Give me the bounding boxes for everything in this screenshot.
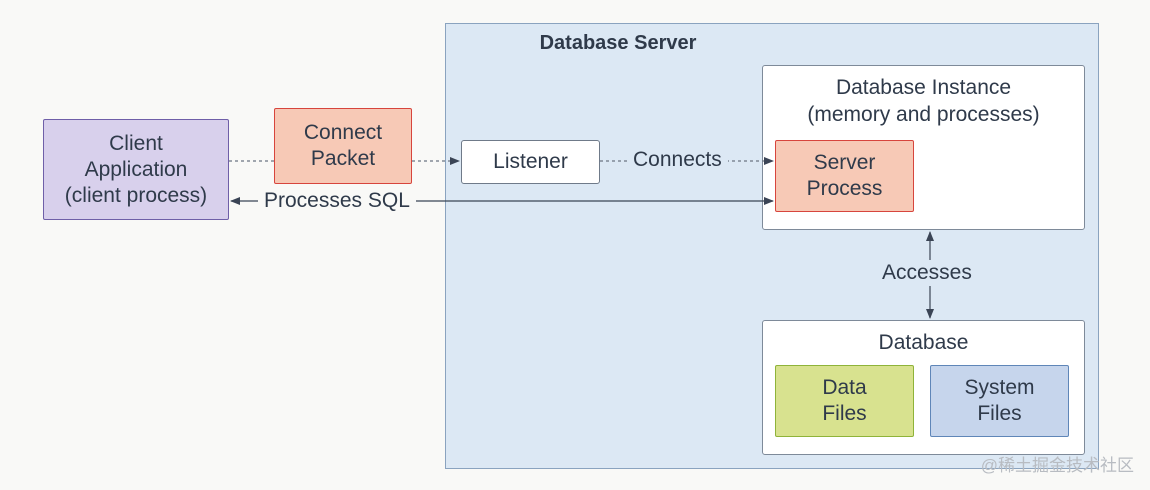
- server-process-line-2: Process: [806, 177, 883, 200]
- server-process-box: Server Process: [775, 140, 914, 212]
- system-files-box: System Files: [930, 365, 1069, 437]
- database-server-title: Database Server: [539, 32, 697, 54]
- system-files-line-1: System: [964, 376, 1035, 399]
- packet-line-1: Connect: [303, 121, 383, 144]
- watermark-text: @稀土掘金技术社区: [980, 456, 1134, 475]
- packet-line-2: Packet: [310, 147, 376, 170]
- connect-packet-box: Connect Packet: [274, 108, 412, 184]
- server-process-line-1: Server: [813, 151, 876, 174]
- client-application-box: Client Application (client process): [43, 119, 229, 220]
- listener-label: Listener: [493, 150, 568, 173]
- accesses-label: Accesses: [876, 260, 978, 286]
- data-files-box: Data Files: [775, 365, 914, 437]
- client-line-3: (client process): [64, 183, 208, 207]
- client-line-1: Client: [109, 131, 163, 155]
- data-files-line-2: Files: [822, 402, 867, 425]
- instance-title-line-1: Database Instance: [835, 76, 1012, 99]
- database-instance-title: Database Instance (memory and processes): [763, 74, 1084, 128]
- listener-box: Listener: [461, 140, 600, 184]
- data-files-line-1: Data: [822, 376, 867, 399]
- connects-label: Connects: [627, 147, 728, 173]
- processes-sql-label: Processes SQL: [258, 188, 416, 214]
- database-title: Database: [878, 331, 969, 354]
- system-files-line-2: Files: [977, 402, 1022, 425]
- instance-title-line-2: (memory and processes): [807, 103, 1040, 126]
- client-line-2: Application: [84, 157, 188, 181]
